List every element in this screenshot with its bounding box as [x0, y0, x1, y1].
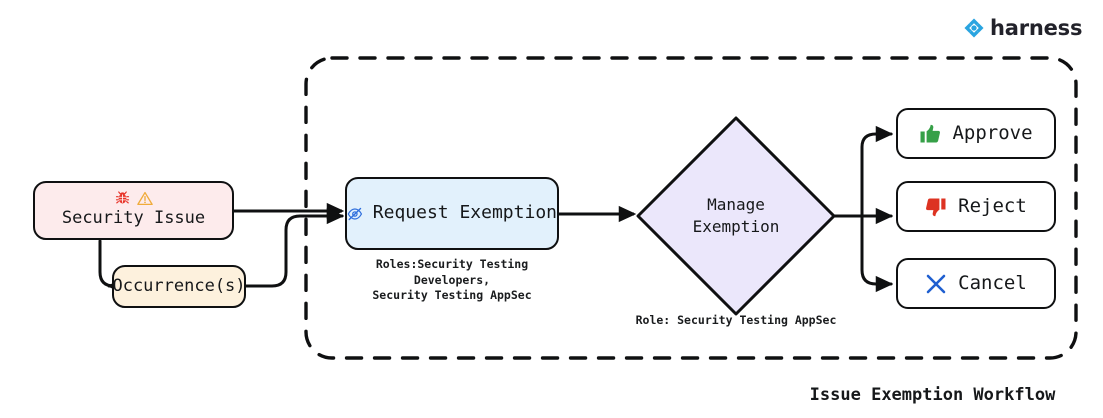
node-occurrences-label: Occurrence(s): [112, 275, 246, 296]
node-manage-exemption[interactable]: Manage Exemption: [636, 116, 836, 316]
security-issue-icon-group: [115, 190, 153, 207]
node-occurrences[interactable]: Occurrence(s): [112, 265, 246, 308]
harness-brand-name: harness: [990, 15, 1083, 40]
node-manage-exemption-label: Manage Exemption: [692, 195, 780, 236]
node-cancel-label: Cancel: [958, 271, 1027, 294]
edge-occurrences-to-request-exemption: [244, 207, 345, 288]
x-mark-icon: [926, 274, 946, 293]
node-reject[interactable]: Reject: [896, 181, 1056, 232]
warning-triangle-icon: [136, 191, 153, 205]
node-approve[interactable]: Approve: [896, 108, 1056, 159]
node-request-exemption[interactable]: Request Exemption: [345, 177, 559, 250]
node-approve-label: Approve: [952, 121, 1033, 144]
node-cancel[interactable]: Cancel: [896, 258, 1056, 309]
node-reject-label: Reject: [958, 194, 1027, 217]
node-security-issue[interactable]: Security Issue: [33, 181, 234, 240]
thumbs-up-icon: [920, 124, 941, 142]
eye-slash-icon: [347, 207, 363, 220]
harness-brand-logo: harness: [963, 17, 1082, 39]
node-security-issue-label: Security Issue: [61, 207, 206, 228]
thumbs-down-icon: [926, 198, 946, 216]
caption-manage-exemption-role: Role: Security Testing AppSec: [635, 313, 837, 327]
edge-manage-exemption-to-cancel: [860, 214, 894, 293]
caption-request-exemption-roles: Roles:Security Testing Developers, Secur…: [372, 257, 532, 303]
node-request-exemption-label: Request Exemption: [372, 202, 557, 224]
workflow-title: Issue Exemption Workflow: [809, 385, 1056, 405]
edge-manage-exemption-to-approve: [860, 125, 894, 218]
harness-diamond-logo-icon: [964, 18, 984, 38]
bug-icon: [115, 191, 129, 204]
